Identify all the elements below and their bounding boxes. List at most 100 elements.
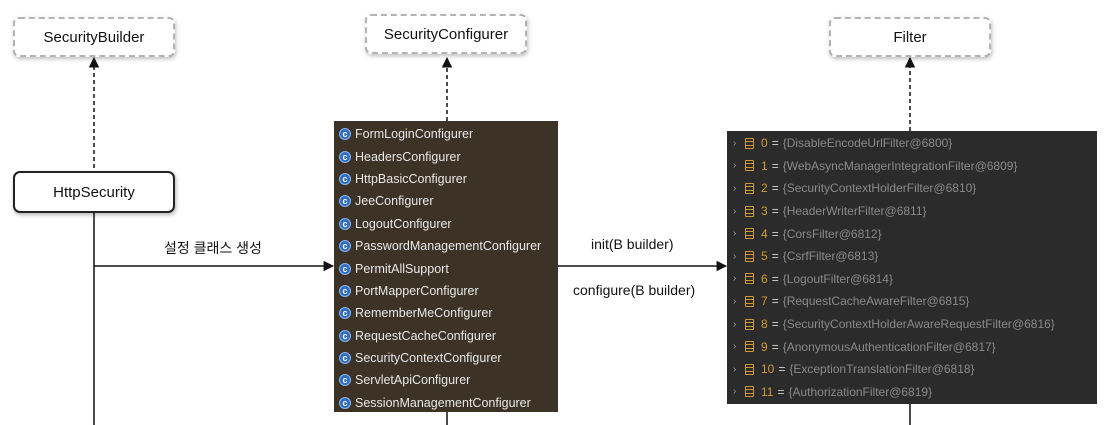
filter-value: {ExceptionTranslationFilter@6818} (789, 362, 975, 377)
filter-item[interactable]: › 10={ExceptionTranslationFilter@6818} (727, 358, 1097, 381)
variable-stack-icon (745, 295, 754, 307)
variable-stack-icon (745, 205, 754, 217)
class-c-icon: c (339, 396, 351, 409)
filter-item[interactable]: › 11={AuthorizationFilter@6819} (727, 381, 1097, 404)
configurer-name: HeadersConfigurer (355, 149, 461, 164)
chevron-right-icon[interactable]: › (733, 228, 737, 240)
configurer-item[interactable]: c SessionManagementConfigurer (334, 392, 558, 414)
class-c-icon: c (339, 195, 351, 208)
class-c-icon: c (339, 150, 351, 163)
equals-sign: = (771, 226, 779, 241)
filter-index: 10 (761, 362, 775, 377)
filter-index: 6 (761, 271, 768, 286)
configurer-name: SecurityContextConfigurer (355, 351, 502, 366)
chevron-right-icon[interactable]: › (733, 318, 737, 330)
chevron-right-icon[interactable]: › (733, 250, 737, 262)
configurer-name: PermitAllSupport (355, 261, 449, 276)
chevron-right-icon[interactable]: › (733, 137, 737, 149)
filter-value: {RequestCacheAwareFilter@6815} (782, 294, 970, 309)
filter-value: {SecurityContextHolderFilter@6810} (782, 181, 977, 196)
configurer-name: SessionManagementConfigurer (355, 395, 531, 410)
equals-sign: = (771, 158, 779, 173)
configurer-name: ServletApiConfigurer (355, 373, 471, 388)
http-security-label: HttpSecurity (53, 183, 135, 201)
chevron-right-icon[interactable]: › (733, 273, 737, 285)
filter-value: {LogoutFilter@6814} (782, 271, 893, 286)
chevron-right-icon[interactable]: › (733, 160, 737, 172)
init-label: init(B builder) (591, 236, 674, 252)
filter-value: {HeaderWriterFilter@6811} (782, 204, 927, 219)
filter-item[interactable]: ›6={LogoutFilter@6814} (727, 268, 1097, 291)
filter-box: Filter (829, 17, 991, 57)
filter-index: 4 (761, 226, 768, 241)
equals-sign: = (771, 136, 779, 151)
class-c-icon: c (339, 307, 351, 320)
security-configurer-label: SecurityConfigurer (383, 25, 509, 43)
filter-item[interactable]: › 3={HeaderWriterFilter@6811} (727, 200, 1097, 223)
configurer-name: PortMapperConfigurer (355, 283, 479, 298)
filter-item[interactable]: ›9={AnonymousAuthenticationFilter@6817} (727, 335, 1097, 358)
configurer-item[interactable]: c LogoutConfigurer (334, 213, 558, 235)
filter-value: {CsrfFilter@6813} (782, 249, 879, 264)
http-security-box: HttpSecurity (13, 171, 175, 213)
filter-value: {AuthorizationFilter@6819} (788, 384, 933, 399)
equals-sign: = (771, 249, 779, 264)
filter-index: 7 (761, 294, 768, 309)
variable-stack-icon (745, 318, 754, 330)
class-c-icon: c (339, 217, 351, 230)
variable-stack-icon (745, 182, 754, 194)
filter-item[interactable]: ›1={WebAsyncManagerIntegrationFilter@680… (727, 155, 1097, 178)
filter-item[interactable]: ›7={RequestCacheAwareFilter@6815} (727, 290, 1097, 313)
configurer-item[interactable]: c PermitAllSupport (334, 257, 558, 279)
filter-item[interactable]: › 2={SecurityContextHolderFilter@6810} (727, 177, 1097, 200)
equals-sign: = (777, 384, 785, 399)
equals-sign: = (771, 181, 779, 196)
configurer-item[interactable]: c HeadersConfigurer (334, 145, 558, 167)
create-configurer-label: 설정 클래스 생성 (164, 240, 262, 256)
filter-list-panel: ›0={DisableEncodeUrlFilter@6800}›1={WebA… (727, 131, 1097, 404)
filter-value: {WebAsyncManagerIntegrationFilter@6809} (782, 158, 1018, 173)
filter-index: 11 (761, 384, 774, 399)
chevron-right-icon[interactable]: › (733, 386, 737, 398)
filter-item[interactable]: ›0={DisableEncodeUrlFilter@6800} (727, 132, 1097, 155)
configurer-name: PasswordManagementConfigurer (355, 239, 542, 254)
variable-stack-icon (745, 273, 754, 285)
equals-sign: = (778, 362, 786, 377)
chevron-right-icon[interactable]: › (733, 341, 737, 353)
filter-index: 3 (761, 204, 768, 219)
class-c-icon: c (339, 262, 351, 275)
chevron-right-icon[interactable]: › (733, 205, 737, 217)
configurer-name: LogoutConfigurer (355, 216, 452, 231)
filter-item[interactable]: › 5={CsrfFilter@6813} (727, 245, 1097, 268)
filter-value: {CorsFilter@6812} (782, 226, 882, 241)
configurer-item[interactable]: c PasswordManagementConfigurer (334, 235, 558, 257)
chevron-right-icon[interactable]: › (733, 182, 737, 194)
configure-label: configure(B builder) (573, 282, 696, 298)
security-builder-label: SecurityBuilder (43, 28, 145, 46)
variable-stack-icon (745, 363, 754, 375)
filter-item[interactable]: ›8={SecurityContextHolderAwareRequestFil… (727, 313, 1097, 336)
chevron-right-icon[interactable]: › (733, 295, 737, 307)
filter-index: 5 (761, 249, 768, 264)
variable-stack-icon (745, 250, 754, 262)
class-c-icon: c (339, 128, 351, 141)
equals-sign: = (771, 204, 779, 219)
variable-stack-icon (745, 137, 754, 149)
filter-list: ›0={DisableEncodeUrlFilter@6800}›1={WebA… (727, 132, 1097, 403)
filter-item[interactable]: › 4={CorsFilter@6812} (727, 222, 1097, 245)
filter-value: {DisableEncodeUrlFilter@6800} (782, 136, 953, 151)
chevron-right-icon[interactable]: › (733, 363, 737, 375)
class-c-icon: c (339, 240, 351, 253)
filter-index: 2 (761, 181, 768, 196)
